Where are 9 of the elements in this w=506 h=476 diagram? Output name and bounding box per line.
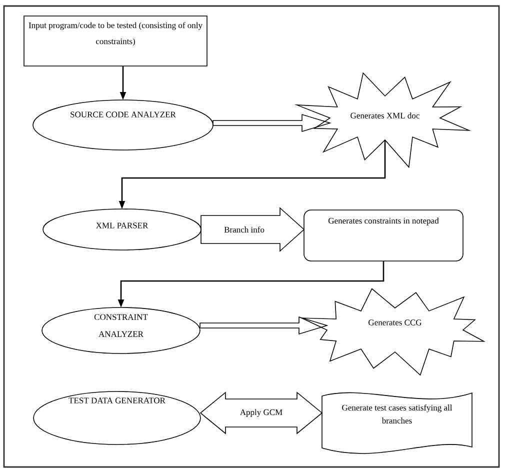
edge-label: Branch info [223,225,266,234]
process-box: Input program/code to be tested (consisting of only constraints) [24,16,208,66]
block-arrow [212,114,332,132]
edge-label: Apply GCM [238,408,284,418]
rounded-box: Generates constraints in notepad [304,210,464,262]
block-arrow [200,207,305,252]
block-arrow [200,316,328,335]
starburst: Generates XML doc [294,72,472,168]
starburst: Generates CCG [300,288,486,376]
